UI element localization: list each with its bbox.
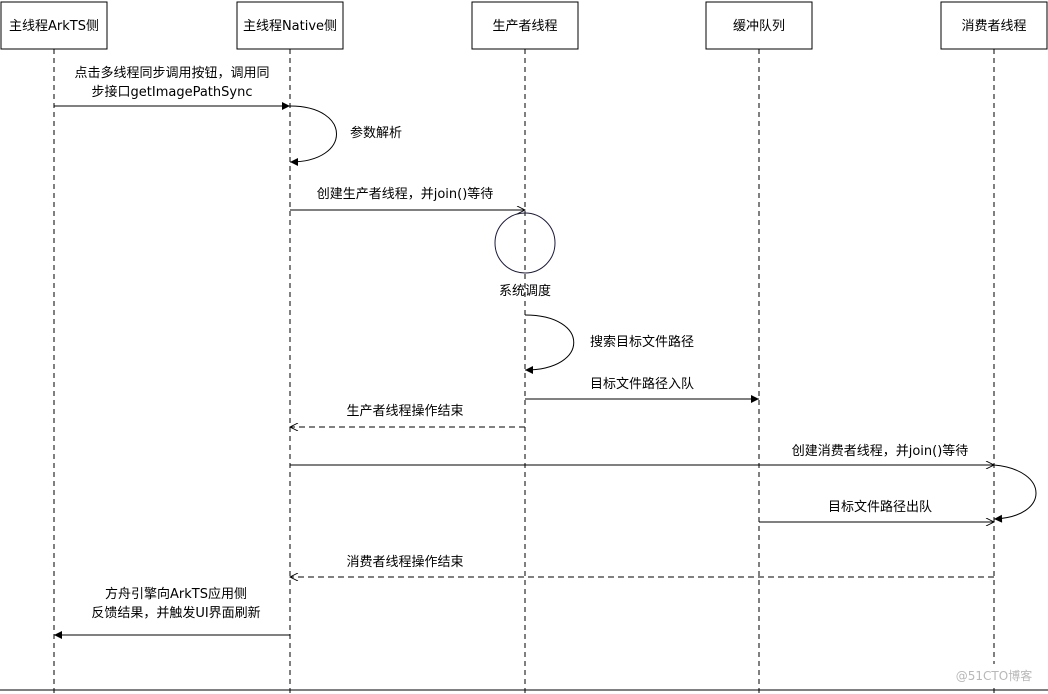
message-label-line: 目标文件路径入队: [590, 376, 694, 392]
watermark-bg: [944, 664, 1048, 686]
participant-producer: 生产者线程: [471, 1, 579, 50]
participant-producer-label: 生产者线程: [492, 19, 557, 34]
message-create-producer: 创建生产者线程，并join()等待: [290, 186, 525, 210]
message-label-line: 参数解析: [350, 125, 402, 141]
participant-queue-label: 缓冲队列: [733, 19, 785, 34]
participant-native-label: 主线程Native侧: [243, 19, 337, 34]
message-enqueue: 目标文件路径入队: [525, 376, 759, 403]
message-label-line: 搜索目标文件路径: [590, 334, 694, 350]
message-search-path: 搜索目标文件路径: [524, 314, 694, 374]
message-label-line: 消费者线程操作结束: [346, 554, 463, 570]
schedule-circle: [494, 212, 556, 274]
self-loop-arrow: [993, 464, 1037, 523]
self-loop-arrow: [289, 105, 337, 166]
system-schedule: 系统调度: [494, 212, 556, 299]
participant-queue: 缓冲队列: [705, 1, 813, 50]
participant-arkts: 主线程ArkTS侧: [0, 1, 108, 50]
message-param-parse: 参数解析: [289, 105, 402, 166]
participant-native: 主线程Native侧: [236, 1, 344, 50]
self-loop-arrow: [524, 314, 575, 374]
message-label-line: 系统调度: [499, 283, 551, 299]
message-call-sync-api: 点击多线程同步调用按钮，调用同 步接口getImagePathSync: [54, 65, 290, 110]
message-label-line: 反馈结果，并触发UI界面刷新: [91, 605, 260, 621]
message-label-line: 目标文件路径出队: [828, 499, 932, 515]
watermark-text: @51CTO博客: [956, 668, 1032, 683]
message-label-line: 生产者线程操作结束: [346, 403, 463, 419]
message-label-line: 创建消费者线程，并join()等待: [792, 443, 969, 459]
message-label-line: 步接口getImagePathSync: [92, 84, 253, 100]
message-label-line: 方舟引擎向ArkTS应用侧: [105, 586, 247, 602]
message-consumer-done: 消费者线程操作结束: [290, 554, 994, 577]
message-feedback-result: 方舟引擎向ArkTS应用侧 反馈结果，并触发UI界面刷新: [54, 586, 290, 639]
participant-arkts-label: 主线程ArkTS侧: [9, 19, 99, 34]
message-dequeue: 目标文件路径出队: [759, 499, 994, 522]
message-create-consumer: 创建消费者线程，并join()等待: [290, 443, 1037, 523]
participant-consumer-label: 消费者线程: [961, 19, 1026, 34]
participant-consumer: 消费者线程: [940, 1, 1048, 50]
message-label-line: 点击多线程同步调用按钮，调用同: [74, 65, 269, 81]
message-label-line: 创建生产者线程，并join()等待: [317, 186, 494, 202]
message-producer-done: 生产者线程操作结束: [290, 403, 525, 427]
